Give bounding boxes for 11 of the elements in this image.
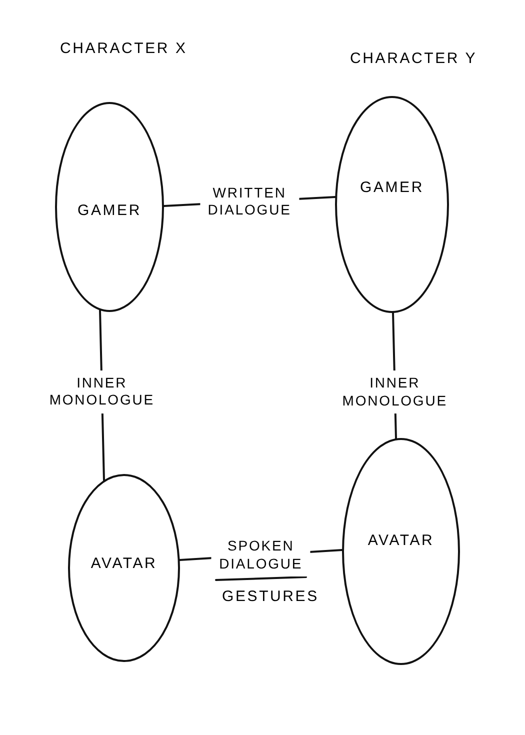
- node-label: GAMER: [77, 202, 142, 220]
- oval-node: [335, 96, 449, 313]
- node-label: GAMER: [360, 179, 424, 198]
- column-heading: CHARACTER X: [60, 40, 188, 59]
- oval-node: [68, 474, 180, 662]
- column-heading: CHARACTER Y: [350, 50, 478, 69]
- node-label: AVATAR: [90, 554, 158, 574]
- oval-node: [55, 102, 164, 312]
- node-label: AVATAR: [368, 532, 434, 551]
- oval-node: [342, 438, 460, 665]
- line-label: GESTURES: [222, 588, 319, 607]
